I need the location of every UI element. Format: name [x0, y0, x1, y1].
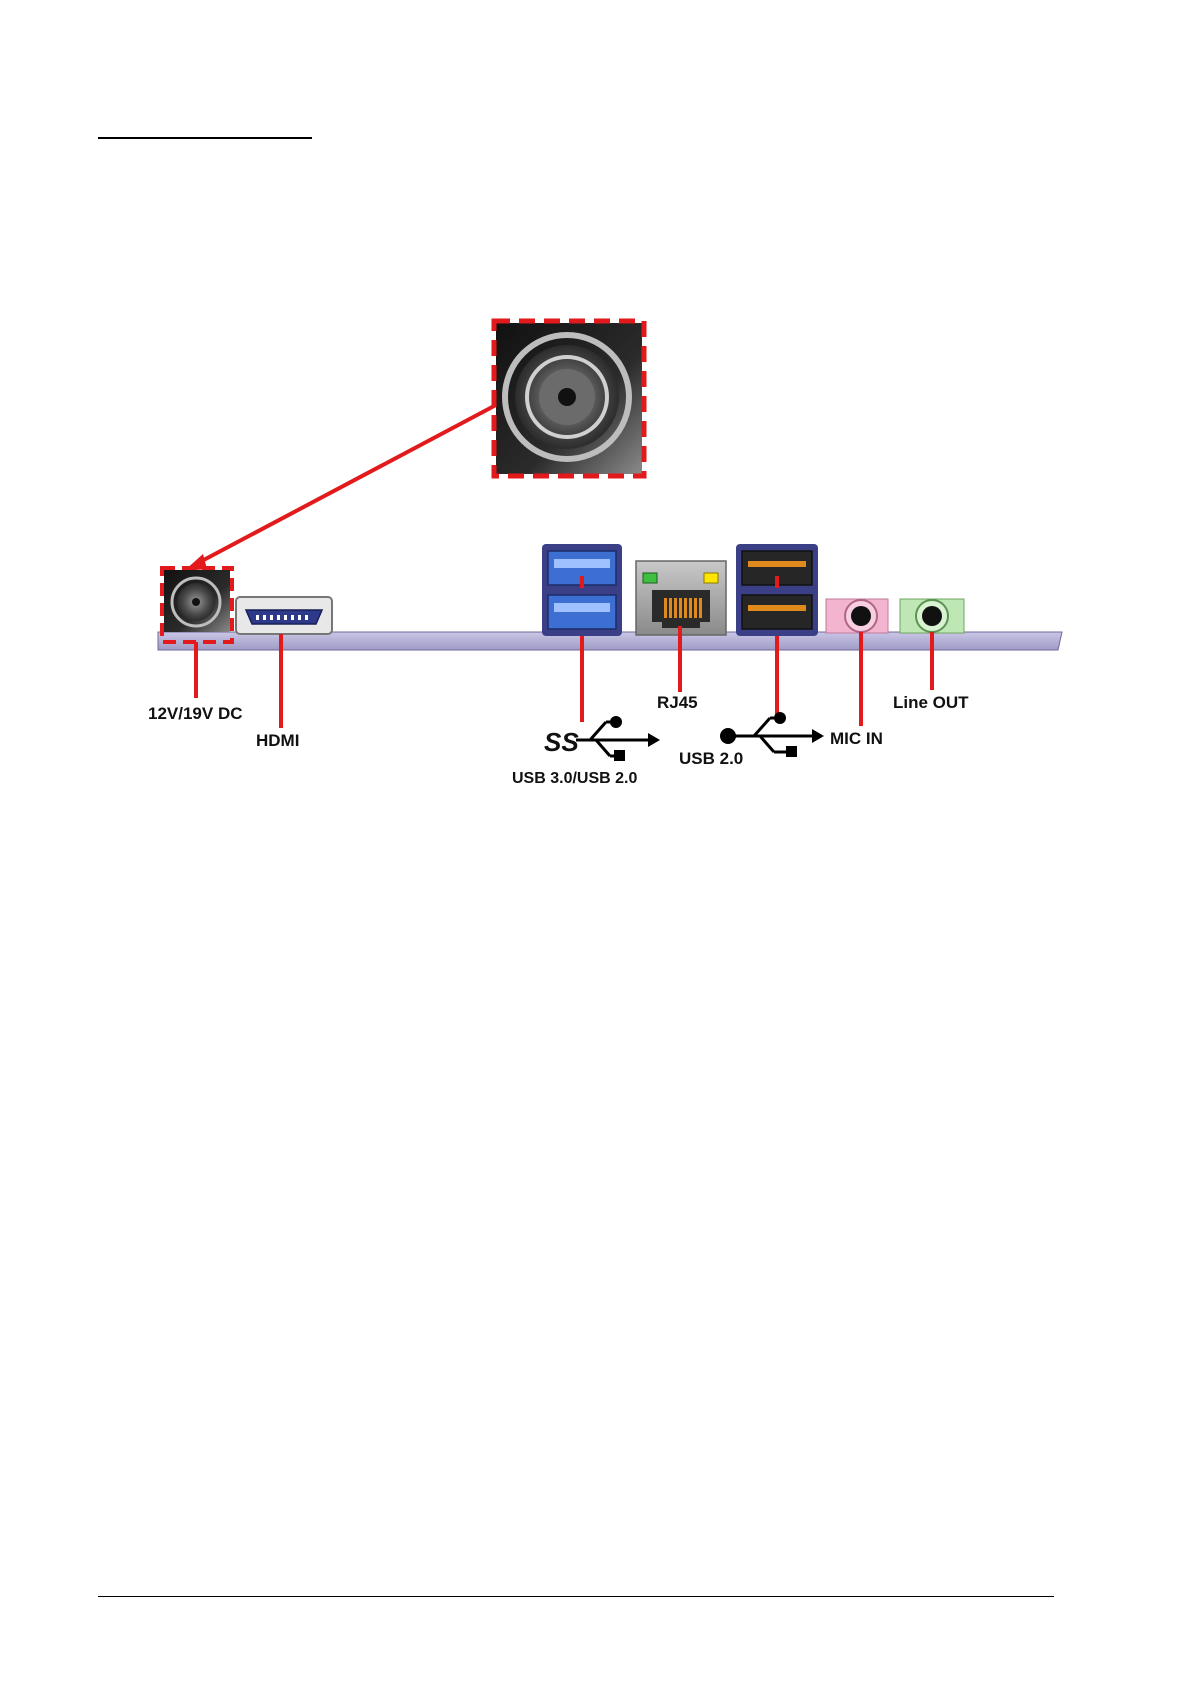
hdmi-port: [236, 597, 332, 634]
superspeed-usb-icon: SS: [544, 716, 660, 761]
footer-rule: [98, 1596, 1054, 1597]
label-hdmi: HDMI: [256, 731, 299, 750]
label-rj45: RJ45: [657, 693, 698, 712]
label-dc-in: 12V/19V DC: [148, 704, 243, 723]
dc-jack-magnified: [494, 321, 644, 476]
label-line-out: Line OUT: [893, 693, 969, 712]
label-mic-in: MIC IN: [830, 729, 883, 748]
label-usb2: USB 2.0: [679, 749, 743, 768]
dc-jack-port: [162, 568, 232, 642]
mic-in-jack: [826, 599, 888, 633]
line-out-jack: [900, 599, 964, 633]
rj45-port: [636, 561, 726, 635]
callout-arrow: [184, 405, 496, 571]
label-usb3: USB 3.0/USB 2.0: [512, 770, 637, 787]
usb3-port-stack: [542, 544, 622, 636]
usb2-port-stack: [736, 544, 818, 636]
svg-text:SS: SS: [544, 727, 579, 757]
